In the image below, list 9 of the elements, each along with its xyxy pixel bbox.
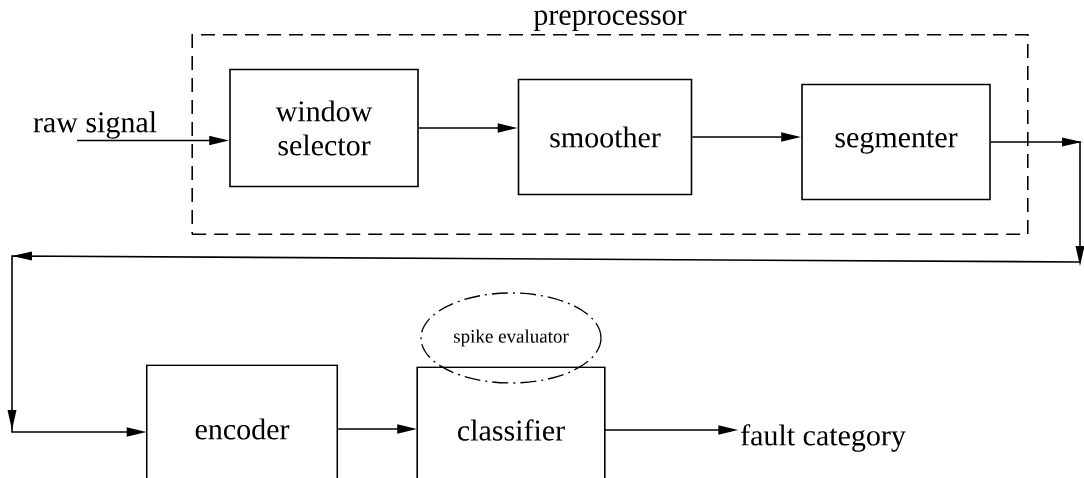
arrow <box>7 137 1084 437</box>
process-box: smoother <box>517 78 693 196</box>
process-box: segmenter <box>801 83 991 201</box>
process-box: classifier <box>416 366 606 478</box>
node-label: preprocessor <box>533 10 687 32</box>
process-box: window selector <box>229 68 419 188</box>
process-box: encoder <box>145 364 339 478</box>
text-label: raw signal <box>33 111 157 139</box>
text-label: fault category <box>741 424 906 452</box>
